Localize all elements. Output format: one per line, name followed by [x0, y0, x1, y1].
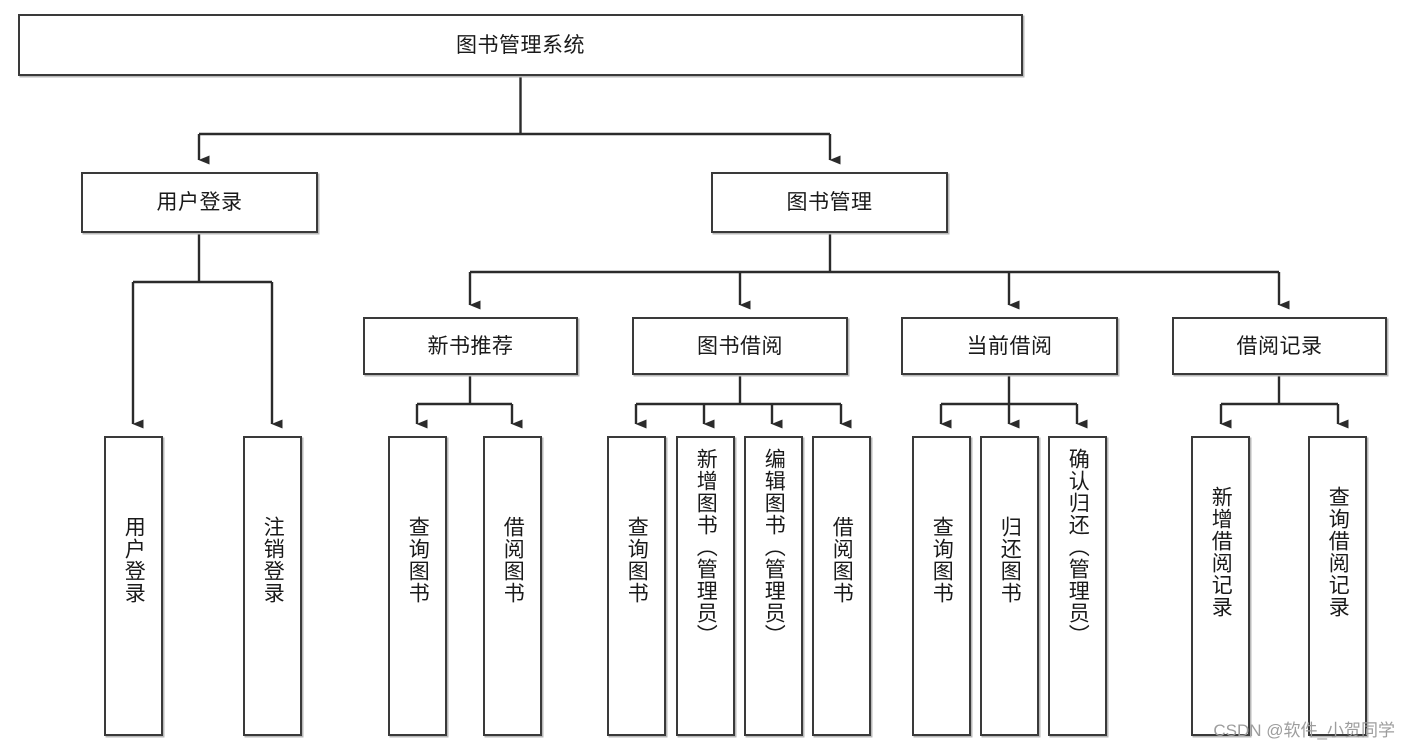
- leaf-borrow-book-recommend[interactable]: 借阅图书: [483, 436, 542, 736]
- node-new-book-recommend[interactable]: 新书推荐: [363, 317, 578, 375]
- node-root[interactable]: 图书管理系统: [18, 14, 1023, 76]
- leaf-borrow-book-borrow[interactable]: 借阅图书: [812, 436, 871, 736]
- leaf-edit-book-admin[interactable]: 编辑图书（管理员）: [744, 436, 803, 736]
- leaf-return-book[interactable]: 归还图书: [980, 436, 1039, 736]
- node-new-book-recommend-label: 新书推荐: [427, 334, 514, 358]
- leaf-query-book-current[interactable]: 查询图书: [912, 436, 971, 736]
- leaf-add-borrow-record-label: 新增借阅记录: [1209, 486, 1233, 618]
- node-book-management-label: 图书管理: [786, 191, 873, 214]
- leaf-user-login[interactable]: 用户登录: [104, 436, 163, 736]
- leaf-logout[interactable]: 注销登录: [243, 436, 302, 736]
- leaf-add-book-admin[interactable]: 新增图书（管理员）: [676, 436, 735, 736]
- leaf-add-book-admin-label: 新增图书（管理员）: [694, 448, 718, 646]
- node-book-borrow-label: 图书借阅: [697, 334, 783, 358]
- leaf-return-book-label: 归还图书: [998, 516, 1022, 604]
- leaf-query-book-borrow[interactable]: 查询图书: [607, 436, 666, 736]
- leaf-query-book-recommend-label: 查询图书: [406, 516, 430, 604]
- node-borrow-record[interactable]: 借阅记录: [1172, 317, 1387, 375]
- leaf-borrow-book-borrow-label: 借阅图书: [830, 516, 854, 604]
- leaf-query-borrow-record[interactable]: 查询借阅记录: [1308, 436, 1367, 736]
- node-book-management[interactable]: 图书管理: [711, 172, 948, 233]
- leaf-user-login-label: 用户登录: [122, 516, 146, 604]
- leaf-query-book-borrow-label: 查询图书: [625, 516, 649, 604]
- node-root-label: 图书管理系统: [456, 33, 585, 57]
- node-book-borrow[interactable]: 图书借阅: [632, 317, 848, 375]
- leaf-query-book-recommend[interactable]: 查询图书: [388, 436, 447, 736]
- node-current-borrow-label: 当前借阅: [966, 334, 1053, 358]
- watermark: CSDN @软件_小贺同学: [1213, 721, 1395, 740]
- leaf-edit-book-admin-label: 编辑图书（管理员）: [762, 448, 786, 646]
- leaf-confirm-return-admin[interactable]: 确认归还（管理员）: [1048, 436, 1107, 736]
- leaf-logout-label: 注销登录: [261, 516, 285, 604]
- node-borrow-record-label: 借阅记录: [1236, 334, 1323, 358]
- leaf-query-borrow-record-label: 查询借阅记录: [1326, 486, 1350, 618]
- leaf-add-borrow-record[interactable]: 新增借阅记录: [1191, 436, 1250, 736]
- node-user-login-label: 用户登录: [156, 191, 243, 214]
- leaf-borrow-book-recommend-label: 借阅图书: [501, 516, 525, 604]
- leaf-confirm-return-admin-label: 确认归还（管理员）: [1066, 448, 1090, 646]
- node-user-login[interactable]: 用户登录: [81, 172, 318, 233]
- leaf-query-book-current-label: 查询图书: [930, 516, 954, 604]
- node-current-borrow[interactable]: 当前借阅: [901, 317, 1118, 375]
